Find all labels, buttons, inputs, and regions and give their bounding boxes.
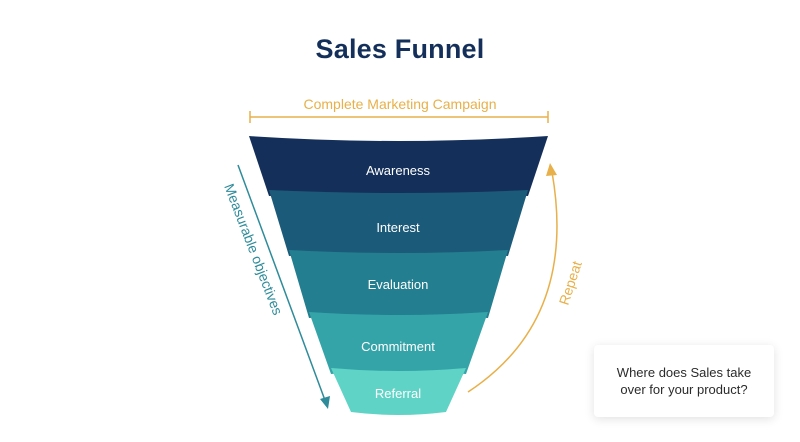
campaign-label: Complete Marketing Campaign	[303, 96, 497, 112]
stage-label-commitment: Commitment	[361, 339, 435, 354]
stage-label-evaluation: Evaluation	[368, 277, 429, 292]
campaign-bracket	[249, 111, 549, 123]
arrow-head-icon	[546, 163, 557, 176]
page-title: Sales Funnel	[315, 34, 485, 64]
repeat-arrow	[467, 163, 558, 393]
callout-line-1: Where does Sales take	[616, 365, 752, 380]
callout-box: Where does Sales take over for your prod…	[594, 345, 774, 417]
funnel-stage-commitment	[309, 312, 488, 374]
funnel-stage-evaluation	[289, 250, 508, 318]
measurable-arrow	[237, 164, 330, 409]
stage-label-awareness: Awareness	[366, 163, 431, 178]
funnel-stage-referral	[331, 368, 466, 415]
repeat-label: Repeat	[556, 259, 585, 307]
stage-label-referral: Referral	[375, 386, 421, 401]
funnel-stage-interest	[269, 190, 528, 256]
stage-label-interest: Interest	[376, 220, 420, 235]
callout-line-2: over for your product?	[620, 382, 748, 397]
arrow-head-icon	[320, 396, 330, 409]
funnel-stage-awareness	[249, 136, 548, 196]
